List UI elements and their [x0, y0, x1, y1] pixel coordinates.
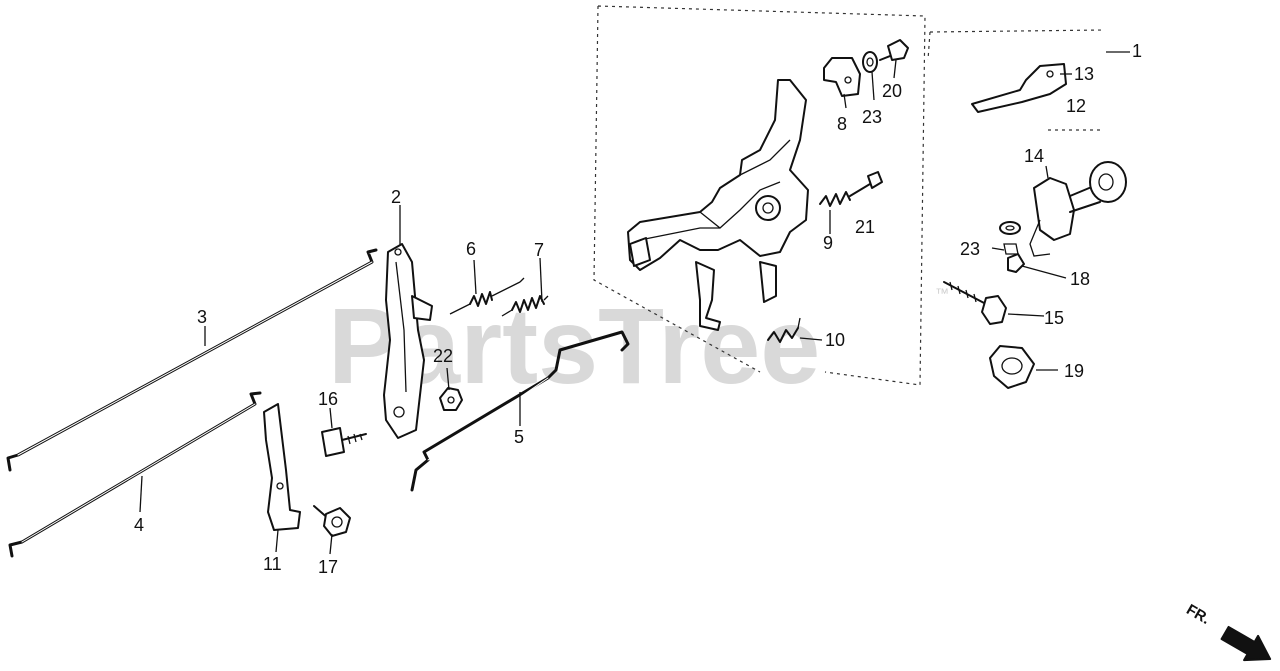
assembly-boundary-main — [593, 5, 926, 386]
part-20-bolt — [879, 39, 909, 61]
part-11-plate — [263, 403, 301, 531]
front-label: FR. — [1183, 601, 1212, 628]
callout-22: 22 — [433, 346, 453, 366]
part-10-spring — [767, 317, 801, 343]
callout-19: 19 — [1064, 361, 1084, 381]
part-18-screw — [1007, 253, 1025, 273]
callout-5: 5 — [514, 427, 524, 447]
callout-11: 11 — [263, 554, 282, 574]
callout-10: 10 — [825, 330, 845, 350]
arrow-right-icon — [1220, 625, 1272, 662]
front-direction-indicator: FR. — [1183, 601, 1272, 662]
callout-4: 4 — [134, 515, 144, 535]
callout-12: 12 — [1066, 96, 1086, 116]
part-23-washer-top — [862, 51, 878, 73]
callout-18: 18 — [1070, 269, 1090, 289]
callout-23-top: 23 — [862, 107, 882, 127]
callout-6: 6 — [466, 239, 476, 259]
part-21-screw — [849, 171, 883, 197]
callout-13: 13 — [1074, 64, 1094, 84]
part-7-spring — [501, 295, 549, 317]
callout-17: 17 — [318, 557, 338, 577]
callout-9: 9 — [823, 233, 833, 253]
part-6-spring — [449, 277, 525, 315]
part-5-choke-rod — [410, 330, 630, 492]
callout-2: 2 — [391, 187, 401, 207]
callout-21: 21 — [855, 217, 875, 237]
assembly-boundary-right — [927, 29, 1106, 61]
part-16-bolt — [321, 427, 367, 457]
part-2-governor-arm — [383, 243, 433, 439]
part-17-bolt — [313, 505, 351, 537]
callout-15: 15 — [1044, 308, 1064, 328]
part-15-bolt — [943, 281, 1007, 325]
part-4-governor-rod — [8, 391, 262, 558]
callout-7: 7 — [534, 240, 544, 260]
part-8-bracket — [823, 57, 861, 97]
callout-20: 20 — [882, 81, 902, 101]
callout-16: 16 — [318, 389, 338, 409]
leader-lines — [139, 51, 1130, 555]
part-19-clip — [989, 345, 1035, 389]
callout-1: 1 — [1132, 41, 1142, 61]
callout-14: 14 — [1024, 146, 1044, 166]
part-12-plate — [971, 63, 1067, 113]
watermark-trademark: ™ — [935, 285, 949, 301]
callout-8: 8 — [837, 114, 847, 134]
part-14-switch — [1029, 161, 1127, 257]
callout-3: 3 — [197, 307, 207, 327]
part-22-nut — [439, 387, 463, 411]
callout-23-right: 23 — [960, 239, 980, 259]
part-9-spring — [819, 191, 851, 207]
part-3-throttle-rod — [6, 248, 378, 472]
control-bracket-assembly — [627, 79, 809, 331]
